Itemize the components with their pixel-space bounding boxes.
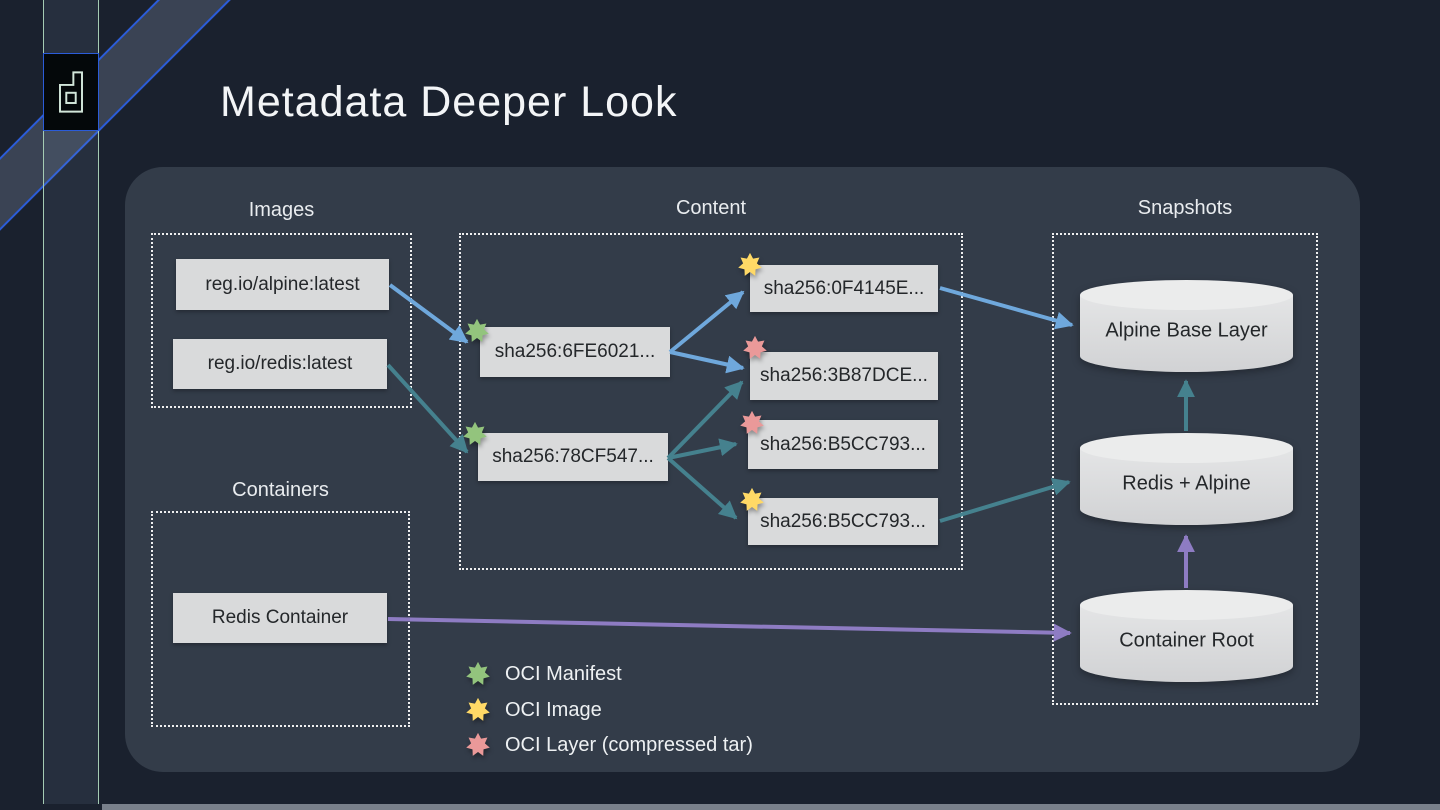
main-panel: Images reg.io/alpine:latest reg.io/redis… xyxy=(125,167,1360,772)
cylinder-top xyxy=(1080,590,1293,620)
oci-layer-icon xyxy=(740,410,764,434)
snapshots-section-label: Snapshots xyxy=(1137,197,1233,219)
legend-label: OCI Manifest xyxy=(505,662,622,685)
legend-item-image: OCI Image xyxy=(465,695,602,725)
oci-image-icon xyxy=(738,252,762,276)
cylinder-top xyxy=(1080,433,1293,463)
oci-layer-icon xyxy=(466,732,490,756)
oci-manifest-icon xyxy=(463,421,487,445)
container-redis: Redis Container xyxy=(173,593,387,643)
images-section-label: Images xyxy=(248,199,315,221)
oci-layer-icon xyxy=(743,335,767,359)
content-node-label: sha256:78CF547... xyxy=(492,446,654,467)
image-ref-redis: reg.io/redis:latest xyxy=(173,339,387,389)
vertical-stripe-decoration xyxy=(43,0,99,804)
snapshot-alpine-base-layer: Alpine Base Layer xyxy=(1080,280,1293,372)
snapshot-label: Container Root xyxy=(1119,629,1254,652)
legend-label: OCI Layer (compressed tar) xyxy=(505,733,753,756)
content-node-manifest-1: sha256:6FE6021... xyxy=(480,327,670,377)
content-node-layer-2: sha256:B5CC793... xyxy=(748,420,938,469)
content-node-label: sha256:6FE6021... xyxy=(494,341,656,362)
containers-section-label: Containers xyxy=(232,479,329,501)
snapshot-label: Alpine Base Layer xyxy=(1105,319,1268,342)
content-node-label: sha256:B5CC793... xyxy=(760,433,926,455)
container-redis-label: Redis Container xyxy=(211,607,349,628)
content-section-label: Content xyxy=(675,197,747,219)
oci-image-icon xyxy=(466,697,490,721)
oci-manifest-icon xyxy=(465,318,489,342)
image-ref-redis-label: reg.io/redis:latest xyxy=(207,353,353,374)
content-node-label: sha256:3B87DCE... xyxy=(760,365,928,386)
snapshot-label: Redis + Alpine xyxy=(1122,472,1251,495)
snapshot-redis-alpine: Redis + Alpine xyxy=(1080,433,1293,525)
cylinder-top xyxy=(1080,280,1293,310)
oci-manifest-icon xyxy=(466,661,490,685)
snapshot-container-root: Container Root xyxy=(1080,590,1293,682)
legend-item-manifest: OCI Manifest xyxy=(465,659,622,689)
content-node-image-2: sha256:B5CC793... xyxy=(748,498,938,545)
oci-image-icon xyxy=(740,487,764,511)
page-title: Metadata Deeper Look xyxy=(220,78,678,126)
content-node-manifest-2: sha256:78CF547... xyxy=(478,433,668,481)
content-node-label: sha256:B5CC793... xyxy=(760,510,926,532)
bottom-edge-bar xyxy=(102,804,1440,810)
image-ref-alpine-label: reg.io/alpine:latest xyxy=(205,273,360,295)
legend-label: OCI Image xyxy=(505,698,602,721)
snapshots-section-box xyxy=(1052,233,1318,705)
containerd-d-icon xyxy=(59,71,83,113)
content-node-layer-1: sha256:3B87DCE... xyxy=(750,352,938,400)
image-ref-alpine: reg.io/alpine:latest xyxy=(176,259,389,310)
legend-item-layer: OCI Layer (compressed tar) xyxy=(465,730,753,760)
content-node-image-1: sha256:0F4145E... xyxy=(750,265,938,312)
containerd-logo xyxy=(43,53,99,131)
content-node-label: sha256:0F4145E... xyxy=(763,277,925,299)
